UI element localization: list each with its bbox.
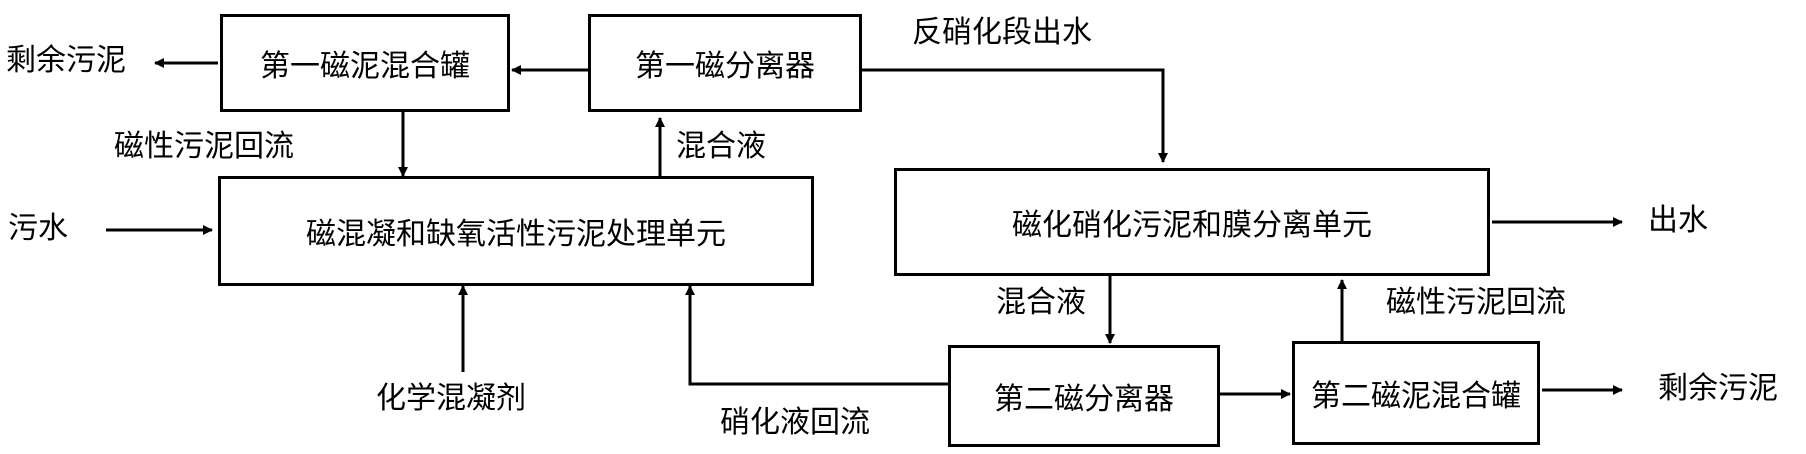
- excess-sludge-right-label: 剩余污泥: [1658, 371, 1778, 406]
- excess-sludge-left-label: 剩余污泥: [6, 43, 126, 78]
- first-magnetic-separator: 第一磁分离器: [588, 14, 862, 112]
- magnetized-nitrification-membrane-unit: 磁化硝化污泥和膜分离单元: [894, 168, 1490, 276]
- magnetic-sludge-return-left-label: 磁性污泥回流: [114, 129, 294, 164]
- magnetic-coagulation-anoxic-unit: 磁混凝和缺氧活性污泥处理单元: [218, 176, 814, 286]
- chemical-coagulant-label: 化学混凝剂: [376, 381, 526, 416]
- effluent-label: 出水: [1648, 203, 1708, 238]
- arrow-sep2-to-anoxic: [685, 285, 948, 386]
- nitrification-liquor-return-label: 硝化液回流: [720, 405, 870, 440]
- arrow-sep1-to-nitri: [862, 68, 1168, 163]
- mixed-liquor-top-label: 混合液: [676, 129, 766, 164]
- first-magnetic-sludge-mixing-tank: 第一磁泥混合罐: [220, 14, 510, 112]
- second-magnetic-separator: 第二磁分离器: [948, 345, 1220, 447]
- second-magnetic-sludge-mixing-tank: 第二磁泥混合罐: [1292, 341, 1540, 445]
- magnetic-sludge-return-right-label: 磁性污泥回流: [1386, 285, 1566, 320]
- mixed-liquor-mid-label: 混合液: [996, 285, 1086, 320]
- denitrification-effluent-label: 反硝化段出水: [912, 15, 1092, 50]
- sewage-inflow-label: 污水: [8, 211, 68, 246]
